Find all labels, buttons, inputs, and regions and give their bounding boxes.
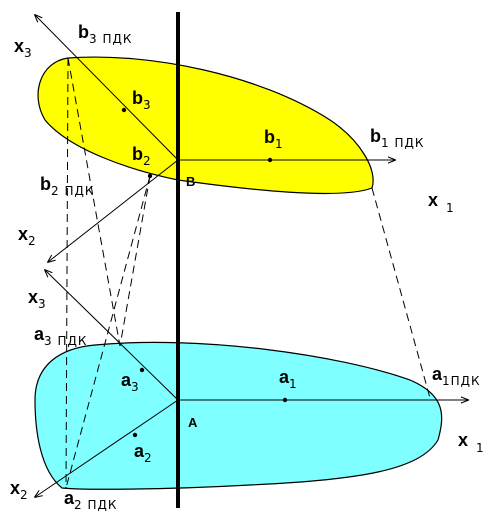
upper-axis-x3: [35, 15, 179, 161]
upper-region: [37, 56, 374, 195]
point-a2-dot: [132, 432, 138, 438]
lower-region: [34, 341, 443, 490]
upper-b1pdk-label: b1 ПДК: [370, 126, 424, 150]
lower-a3-label: a3: [121, 370, 140, 394]
projection-line-x2-right: [119, 175, 151, 347]
lower-a3pdk-label: a3 ПДК: [34, 324, 87, 348]
lower-axis-x3-label: x3: [28, 287, 47, 311]
point-b2-dot: [147, 173, 153, 179]
point-markers: [121, 107, 288, 438]
lower-a1pdk-label: a1ПДК: [432, 364, 481, 388]
upper-axis-x3-label: x3: [14, 36, 33, 60]
lower-point-a-label: A: [188, 415, 198, 430]
upper-axes: [35, 15, 395, 262]
point-a3-dot: [139, 367, 145, 373]
projection-line-x1: [371, 187, 431, 399]
projection-line-x3-left: [67, 57, 121, 347]
upper-axis-x2-label: x2: [18, 224, 37, 248]
lower-axis-x3: [45, 270, 179, 401]
upper-b3-label: b3: [132, 88, 152, 112]
upper-b2-label: b2: [132, 144, 152, 168]
upper-point-b-label: B: [186, 174, 195, 189]
point-a1-dot: [282, 397, 288, 403]
lower-axes: [35, 270, 468, 497]
upper-b1-label: b1: [264, 127, 284, 151]
lower-a2-label: a2: [134, 441, 153, 465]
lower-axis-x2-label: x2: [10, 478, 29, 502]
lower-axis-x2: [35, 399, 179, 497]
projection-line-x3-right: [65, 57, 69, 489]
upper-b2pdk-label: b2 ПДК: [40, 174, 94, 198]
upper-b3pdk-label: b3 ПДК: [78, 22, 132, 46]
upper-axis-x2: [48, 159, 179, 262]
point-b3-dot: [121, 107, 127, 113]
lower-a2pdk-label: a2 ПДК: [64, 488, 117, 512]
point-b1-dot: [267, 157, 273, 163]
lower-a1-label: a1: [279, 367, 298, 391]
